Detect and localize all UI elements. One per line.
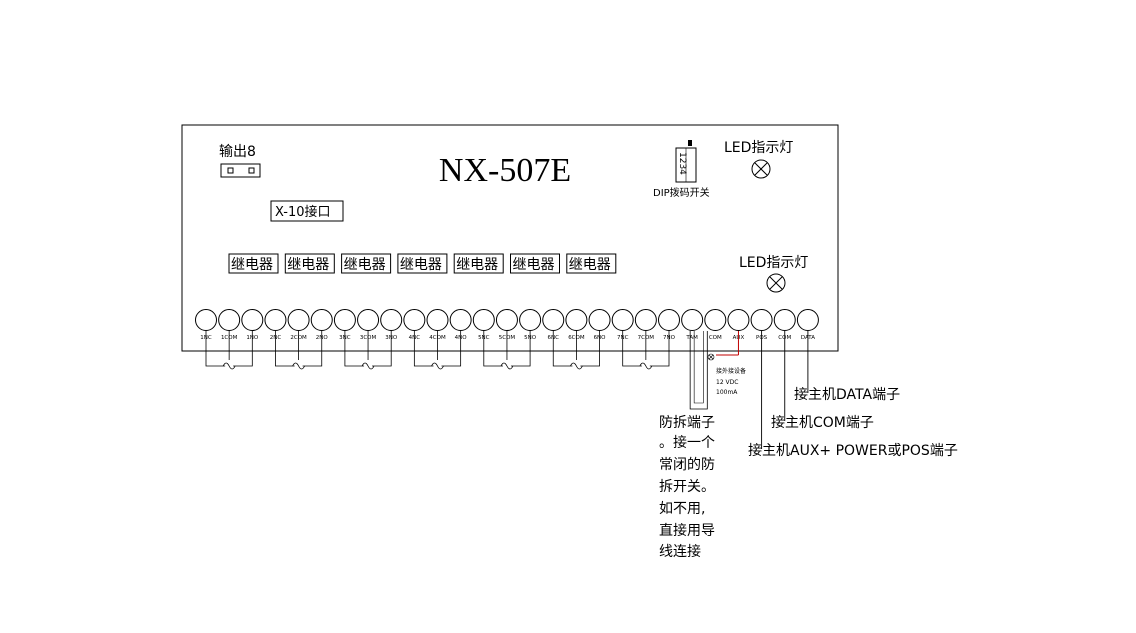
relay-4: 继电器 <box>397 253 448 274</box>
callout-leaders <box>761 331 809 449</box>
model-title: NX-507E <box>439 152 571 189</box>
svg-text:。接一个: 。接一个 <box>659 434 715 451</box>
ext-device-line-3: 100mA <box>716 389 738 396</box>
led-top-icon <box>751 159 771 179</box>
dip-label: DIP拨码开关 <box>653 186 710 199</box>
terminal-23: COM <box>704 309 727 341</box>
relay-jumper-3 <box>344 331 392 370</box>
ext-device-line-2: 12 VDC <box>716 379 738 386</box>
led-mid-icon <box>766 273 786 293</box>
relay-label: 继电器 <box>569 257 611 273</box>
svg-text:线连接: 线连接 <box>659 543 701 560</box>
callout-com: 接主机COM端子 <box>771 414 874 431</box>
relay-jumper-5 <box>483 331 531 370</box>
board-outline <box>181 124 839 352</box>
tamper-wire-loop <box>689 331 708 410</box>
relay-jumper-4 <box>413 331 462 370</box>
x10-interface-box <box>270 200 344 222</box>
relay-3: 继电器 <box>341 253 392 274</box>
relay-jumper-2 <box>275 331 323 370</box>
relay-7: 继电器 <box>566 253 617 274</box>
output8-label: 输出8 <box>219 144 256 160</box>
relay-label: 继电器 <box>287 257 329 273</box>
relay-2: 继电器 <box>284 253 335 274</box>
relay-jumper-6 <box>552 331 600 370</box>
svg-text:如不用,: 如不用, <box>659 501 705 517</box>
terminal-label: COM <box>709 335 722 341</box>
relay-5: 继电器 <box>453 253 504 274</box>
x10-label: X-10接口 <box>275 204 331 220</box>
relay-1: 继电器 <box>228 253 279 274</box>
relay-label: 继电器 <box>513 257 555 273</box>
ext-device-line-1: 接外接设备 <box>716 367 746 375</box>
aux-external-power <box>707 331 739 361</box>
output8-connector <box>220 163 261 178</box>
led-label-mid: LED指示灯 <box>739 255 808 271</box>
terminal-22: TAM <box>681 309 704 341</box>
relay-label: 继电器 <box>456 257 498 273</box>
relay-jumper-1 <box>205 331 253 370</box>
relay-label: 继电器 <box>400 257 442 273</box>
svg-text:拆开关。: 拆开关。 <box>659 479 715 495</box>
svg-text:防拆端子: 防拆端子 <box>659 415 715 431</box>
callout-aux: 接主机AUX+ POWER或POS端子 <box>748 442 958 459</box>
terminal-label: TAM <box>685 335 698 341</box>
relay-label: 继电器 <box>231 257 273 273</box>
dip-switch: 1234 <box>675 140 697 183</box>
led-label-top: LED指示灯 <box>724 140 793 156</box>
tamper-note: 防拆端子 。接一个 常闭的防 拆开关。 如不用, 直接用导 线连接 <box>659 415 715 560</box>
relay-6: 继电器 <box>510 253 560 274</box>
relay-jumper-7 <box>622 331 670 370</box>
svg-text:直接用导: 直接用导 <box>659 522 715 539</box>
svg-text:常闭的防: 常闭的防 <box>659 457 715 473</box>
dip-numbers: 1234 <box>677 152 687 175</box>
relay-label: 继电器 <box>344 257 386 273</box>
callout-data: 接主机DATA端子 <box>794 386 900 403</box>
